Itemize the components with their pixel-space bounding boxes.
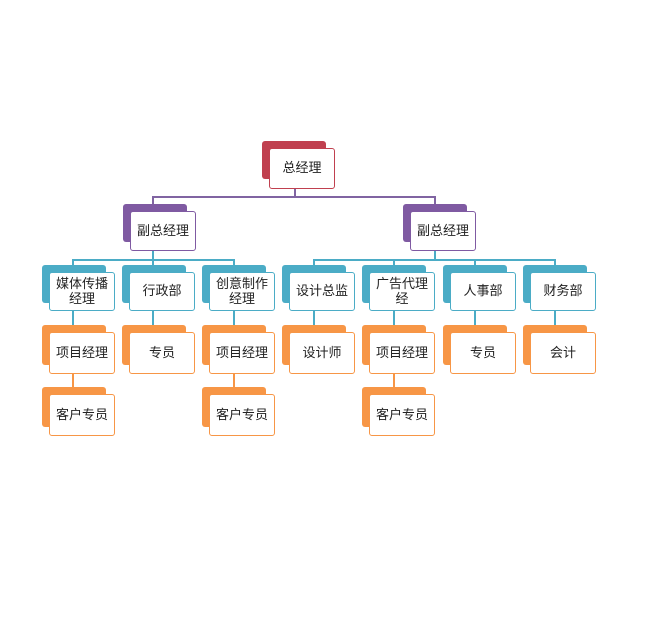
node-dept-media: 媒体传播经理	[42, 265, 115, 311]
connector-line	[72, 259, 74, 267]
node-ceo: 总经理	[262, 141, 335, 189]
node-staff1: 专员	[122, 325, 195, 374]
connector-line	[554, 259, 556, 267]
node-dept-hr: 人事部	[443, 265, 516, 311]
node-label: 客户专员	[49, 394, 115, 436]
node-cs1: 客户专员	[42, 387, 115, 436]
connector-line	[152, 196, 435, 198]
connector-line	[434, 196, 436, 206]
node-pm1: 项目经理	[42, 325, 115, 374]
node-accountant: 会计	[523, 325, 596, 374]
connector-line	[72, 373, 74, 387]
node-label: 广告代理经	[369, 272, 435, 311]
node-label: 项目经理	[49, 332, 115, 374]
connector-line	[554, 310, 556, 325]
connector-line	[152, 310, 154, 325]
node-label: 设计总监	[289, 272, 355, 311]
connector-line	[393, 259, 395, 267]
node-dept-ad: 广告代理经	[362, 265, 435, 311]
node-label: 创意制作经理	[209, 272, 275, 311]
node-label: 财务部	[530, 272, 596, 311]
node-label: 专员	[129, 332, 195, 374]
node-label: 总经理	[269, 148, 335, 189]
node-label: 副总经理	[130, 211, 196, 251]
connector-line	[313, 259, 555, 261]
node-label: 副总经理	[410, 211, 476, 251]
connector-line	[393, 310, 395, 325]
connector-line	[233, 310, 235, 325]
node-label: 设计师	[289, 332, 355, 374]
node-vp2: 副总经理	[403, 204, 476, 251]
node-label: 会计	[530, 332, 596, 374]
node-pm2: 项目经理	[202, 325, 275, 374]
node-staff2: 专员	[443, 325, 516, 374]
connector-line	[434, 250, 436, 260]
node-label: 客户专员	[209, 394, 275, 436]
node-dept-finance: 财务部	[523, 265, 596, 311]
connector-line	[474, 259, 476, 267]
connector-line	[313, 310, 315, 325]
node-label: 项目经理	[369, 332, 435, 374]
connector-line	[152, 250, 154, 260]
node-dept-admin: 行政部	[122, 265, 195, 311]
node-label: 人事部	[450, 272, 516, 311]
connector-line	[474, 310, 476, 325]
connector-line	[313, 259, 315, 267]
connector-line	[152, 196, 154, 206]
node-label: 专员	[450, 332, 516, 374]
node-vp1: 副总经理	[123, 204, 196, 251]
node-pm3: 项目经理	[362, 325, 435, 374]
node-cs2: 客户专员	[202, 387, 275, 436]
node-label: 客户专员	[369, 394, 435, 436]
connector-line	[294, 188, 296, 197]
node-dept-design: 设计总监	[282, 265, 355, 311]
connector-line	[233, 259, 235, 267]
connector-line	[152, 259, 154, 267]
node-cs3: 客户专员	[362, 387, 435, 436]
node-label: 媒体传播经理	[49, 272, 115, 311]
connector-line	[233, 373, 235, 387]
node-label: 行政部	[129, 272, 195, 311]
connector-line	[393, 373, 395, 387]
connector-line	[72, 310, 74, 325]
node-dept-creative: 创意制作经理	[202, 265, 275, 311]
node-label: 项目经理	[209, 332, 275, 374]
node-designer: 设计师	[282, 325, 355, 374]
